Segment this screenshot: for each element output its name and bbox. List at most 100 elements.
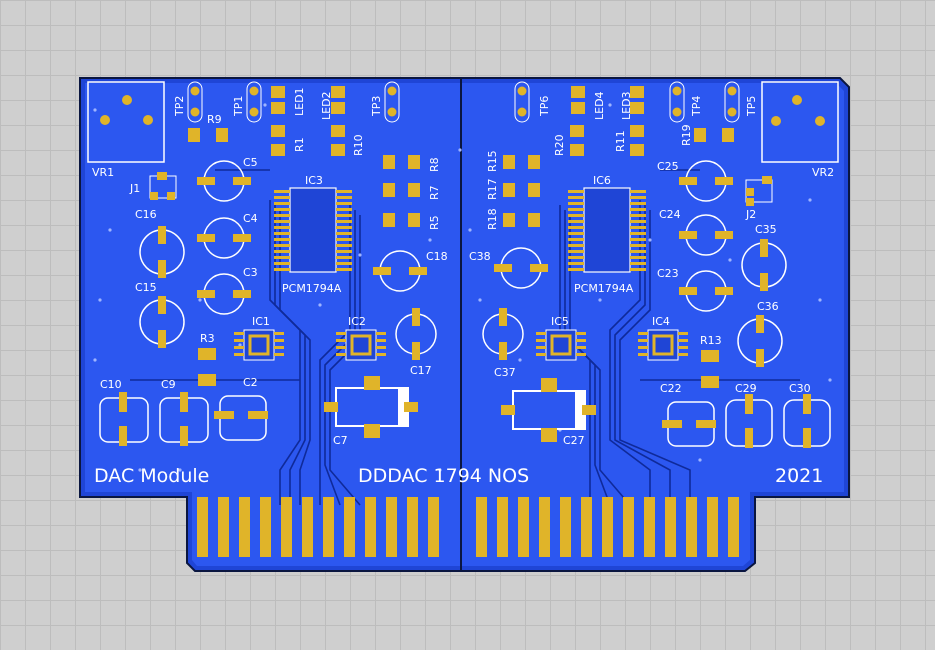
label-ic2: IC2: [348, 315, 366, 328]
label-c25: C25: [657, 160, 679, 173]
resistor-r20: [570, 125, 584, 156]
testpoint-tp4: [669, 81, 685, 123]
label-r1: R1: [293, 137, 306, 152]
edge-connector: [197, 497, 739, 557]
label-c38: C38: [469, 250, 491, 263]
resistor-r1: [271, 125, 285, 156]
resistor-r10: [331, 125, 345, 156]
capacitor-c9: [159, 392, 209, 446]
label-ic5: IC5: [551, 315, 569, 328]
capacitor-c36: [737, 315, 783, 367]
label-r13: R13: [700, 334, 722, 347]
vias: [93, 103, 832, 472]
label-ic1: IC1: [252, 315, 270, 328]
label-led4: LED4: [593, 91, 606, 120]
testpoint-tp6: [514, 81, 530, 123]
label-c30: C30: [789, 382, 811, 395]
label-c3: C3: [243, 266, 258, 279]
label-r9: R9: [207, 113, 222, 126]
transistor-j1: [149, 172, 177, 200]
label-r20: R20: [553, 134, 566, 156]
board-label-center: DDDAC 1794 NOS: [358, 465, 529, 487]
label-c10: C10: [100, 378, 122, 391]
capacitor-c16: [139, 226, 185, 278]
capacitor-c4: [197, 217, 251, 259]
label-tp5: TP5: [745, 96, 758, 117]
label-c17: C17: [410, 364, 432, 377]
trimmer-vr2: [761, 81, 839, 163]
resistor-r8: [383, 155, 420, 169]
label-ic3-part: PCM1794A: [282, 282, 342, 295]
capacitor-c27: [501, 378, 596, 442]
capacitor-c23: [679, 270, 733, 312]
testpoint-tp3: [384, 81, 400, 123]
label-vr1: VR1: [92, 166, 114, 179]
label-r18: R18: [486, 208, 499, 230]
testpoint-tp5: [724, 81, 740, 123]
label-c4: C4: [243, 212, 258, 225]
capacitor-c29: [725, 394, 773, 448]
resistor-r11: [630, 125, 644, 156]
label-tp6: TP6: [538, 96, 551, 117]
label-j2: J2: [745, 208, 756, 221]
resistor-r7: [383, 183, 420, 197]
resistor-r3: [198, 348, 216, 386]
label-c16: C16: [135, 208, 157, 221]
traces: [130, 169, 800, 506]
label-c9: C9: [161, 378, 176, 391]
label-c2: C2: [243, 376, 258, 389]
label-c29: C29: [735, 382, 757, 395]
label-ic3: IC3: [305, 174, 323, 187]
chip-ic1: [234, 329, 284, 361]
label-j1: J1: [129, 182, 140, 195]
chip-ic6: [568, 187, 646, 273]
label-c23: C23: [657, 267, 679, 280]
capacitor-c37: [482, 308, 524, 360]
label-c15: C15: [135, 281, 157, 294]
label-c37: C37: [494, 366, 516, 379]
testpoint-tp1: [246, 81, 262, 123]
chip-ic4: [638, 329, 688, 361]
chip-ic3: [274, 187, 352, 273]
capacitor-c22: [662, 401, 716, 447]
capacitor-c25: [679, 160, 733, 202]
resistor-r19: [694, 128, 734, 142]
transistor-j2: [745, 176, 773, 206]
resistor-r17: [503, 183, 540, 197]
label-led3: LED3: [620, 91, 633, 120]
label-tp4: TP4: [690, 96, 703, 117]
capacitor-c7: [324, 376, 418, 438]
trimmer-vr1: [87, 81, 165, 163]
label-r19: R19: [680, 124, 693, 146]
label-c7: C7: [333, 434, 348, 447]
copper-pour: [85, 83, 844, 566]
label-c18: C18: [426, 250, 448, 263]
label-r10: R10: [352, 134, 365, 156]
label-ic6-part: PCM1794A: [574, 282, 634, 295]
label-r5: R5: [428, 215, 441, 230]
label-led2: LED2: [320, 91, 333, 120]
capacitor-c17: [395, 308, 437, 360]
chip-ic5: [536, 329, 586, 361]
label-led1: LED1: [293, 87, 306, 116]
label-c24: C24: [659, 208, 681, 221]
resistor-r13: [701, 350, 719, 388]
label-ic6: IC6: [593, 174, 611, 187]
label-r15: R15: [486, 150, 499, 172]
capacitor-c38: [494, 247, 548, 289]
capacitor-c3: [197, 273, 251, 315]
capacitor-c15: [139, 296, 185, 348]
label-c5: C5: [243, 156, 258, 169]
capacitor-c30: [783, 394, 831, 448]
testpoint-tp2: [187, 81, 203, 123]
label-r17: R17: [486, 178, 499, 200]
chip-ic2: [336, 329, 386, 361]
label-c27: C27: [563, 434, 585, 447]
capacitor-c35: [741, 239, 787, 291]
resistor-r9: [188, 128, 228, 142]
capacitor-c18: [373, 250, 427, 292]
capacitor-c5: [197, 160, 251, 202]
label-ic4: IC4: [652, 315, 670, 328]
